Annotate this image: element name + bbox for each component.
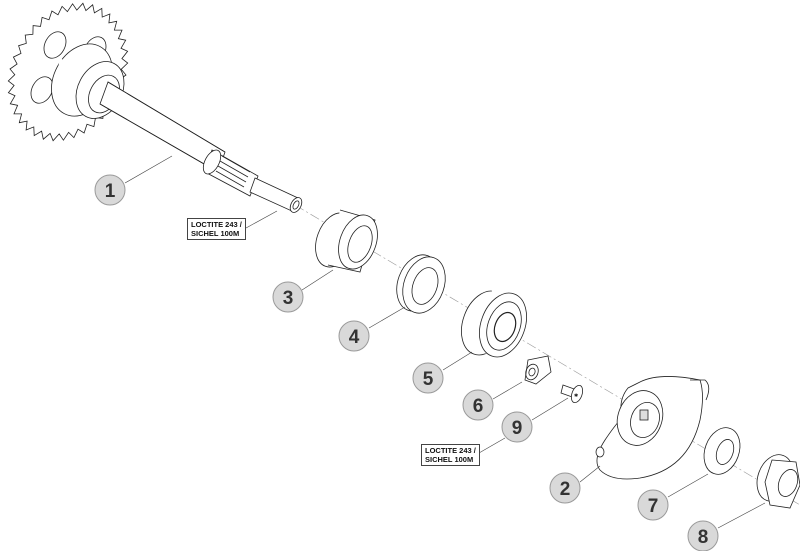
callout-9: 9	[501, 411, 533, 443]
callout-circle	[412, 362, 444, 394]
callout-number: 1	[105, 181, 116, 202]
part-4-seal	[396, 254, 446, 314]
gear-window	[43, 31, 67, 59]
callout-6: 6	[462, 389, 494, 421]
callout-7: 7	[637, 489, 669, 521]
callout-circle	[637, 489, 669, 521]
part-5-bearing	[461, 290, 527, 358]
callout-5: 5	[412, 362, 444, 394]
part-2-crank	[595, 376, 710, 480]
part-1-shaft-gear	[7, 2, 303, 213]
callout-circle	[462, 389, 494, 421]
callout-number: 9	[512, 418, 523, 439]
callout-4: 4	[338, 320, 370, 352]
part-9-screw: ✱	[560, 384, 584, 404]
note-line-2: SICHEL 100M	[425, 455, 474, 464]
callout-number: 2	[560, 479, 571, 500]
callout-1: 1	[94, 174, 126, 206]
callout-circle	[549, 472, 581, 504]
callout-8: 8	[687, 520, 719, 551]
callouts: 1 2 3 4 5 6 7 8 9	[94, 174, 719, 551]
callout-number: 6	[473, 396, 484, 417]
note-line-2: SICHEL 100M	[191, 229, 240, 238]
svg-text:✱: ✱	[574, 393, 578, 399]
loctite-note-2: LOCTITE 243 / SICHEL 100M	[421, 444, 480, 466]
note-line-1: LOCTITE 243 /	[191, 220, 242, 229]
part-7-washer	[703, 427, 741, 475]
callout-3: 3	[272, 281, 304, 313]
loctite-note-1: LOCTITE 243 / SICHEL 100M	[187, 218, 246, 240]
callout-number: 4	[349, 327, 360, 348]
callout-number: 7	[648, 496, 659, 517]
part-3-bushing	[315, 209, 378, 273]
note-line-1: LOCTITE 243 /	[425, 446, 476, 455]
callout-number: 3	[283, 288, 294, 309]
callout-circle	[338, 320, 370, 352]
gear-window	[30, 76, 54, 104]
part-6-plate	[524, 355, 552, 385]
callout-2: 2	[549, 472, 581, 504]
leader-lines	[124, 155, 766, 529]
callout-number: 8	[698, 527, 709, 548]
callout-circle	[687, 520, 719, 551]
callout-circle	[94, 174, 126, 206]
callout-number: 5	[423, 369, 434, 390]
part-8-nut	[756, 454, 800, 509]
callout-circle	[272, 281, 304, 313]
callout-circle	[501, 411, 533, 443]
